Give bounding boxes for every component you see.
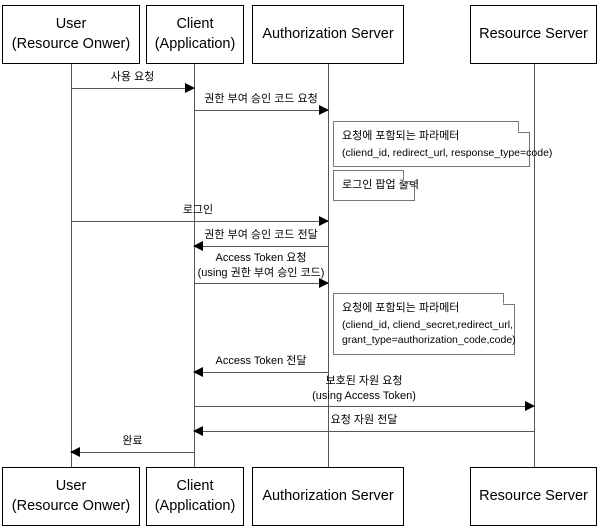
- actor-footer-user[interactable]: User (Resource Onwer): [2, 467, 140, 526]
- note-fold-corner-icon: [403, 169, 415, 182]
- actor-header-client-line2: (Application): [154, 35, 236, 52]
- actor-header-authorization-server-line1: Authorization Server: [262, 25, 394, 42]
- message-access-token-request-line1: Access Token 요청: [215, 252, 307, 265]
- lifeline-authorization-server: [328, 64, 329, 468]
- note-token-request-parameters-line2: (cliend_id, cliend_secret,redirect_url,: [342, 318, 513, 331]
- actor-header-authorization-server[interactable]: Authorization Server: [252, 5, 404, 64]
- actor-footer-client[interactable]: Client (Application): [146, 467, 244, 526]
- message-usage-request-label: 사용 요청: [110, 71, 155, 84]
- message-access-token-request-label: Access Token 요청 (using 권한 부여 승인 코드): [194, 251, 328, 281]
- message-complete-label: 완료: [122, 435, 143, 448]
- note-login-popup: 로그인 팝업 출력: [333, 169, 419, 201]
- message-shaft: [194, 246, 328, 247]
- actor-footer-user-line1: User: [55, 477, 87, 494]
- actor-footer-client-line2: (Application): [154, 497, 236, 514]
- arrowhead-right-icon: [319, 278, 329, 288]
- message-shaft: [71, 221, 328, 222]
- note-login-popup-line1: 로그인 팝업 출력: [342, 179, 419, 191]
- actor-header-client-line1: Client: [176, 15, 214, 32]
- message-shaft: [194, 283, 328, 284]
- arrowhead-left-icon: [193, 367, 203, 377]
- actor-footer-user-line2: (Resource Onwer): [11, 497, 131, 514]
- message-protected-resource-request-label: 보호된 자원 요청 (using Access Token): [194, 374, 534, 404]
- message-authorization-code-request-label: 권한 부여 승인 코드 요청: [204, 93, 318, 106]
- actor-footer-resource-server-line1: Resource Server: [479, 487, 588, 504]
- message-access-token-delivery-label: Access Token 전달: [215, 355, 307, 368]
- actor-header-user-line1: User: [55, 15, 87, 32]
- arrowhead-left-icon: [193, 241, 203, 251]
- message-shaft: [194, 110, 328, 111]
- message-authorization-code-delivery-label: 권한 부여 승인 코드 전달: [204, 229, 318, 242]
- note-token-request-parameters: 요청에 포함되는 파라메터 (cliend_id, cliend_secret,…: [333, 292, 516, 355]
- actor-footer-resource-server[interactable]: Resource Server: [470, 467, 597, 526]
- lifeline-user: [71, 64, 72, 468]
- actor-footer-authorization-server-line1: Authorization Server: [262, 487, 394, 504]
- note-token-request-parameters-line1: 요청에 포함되는 파라메터: [342, 302, 460, 314]
- note-token-request-parameters-line3: grant_type=authorization_code,code): [342, 334, 516, 347]
- message-shaft: [194, 372, 328, 373]
- lifeline-resource-server: [534, 64, 535, 468]
- arrowhead-left-icon: [70, 447, 80, 457]
- note-fold-corner-icon: [518, 120, 530, 133]
- arrowhead-left-icon: [193, 426, 203, 436]
- note-fold-corner-icon: [503, 292, 515, 305]
- message-shaft: [71, 88, 194, 89]
- message-shaft: [194, 406, 534, 407]
- arrowhead-right-icon: [525, 401, 535, 411]
- actor-header-resource-server-line1: Resource Server: [479, 25, 588, 42]
- note-auth-request-parameters: 요청에 포함되는 파라메터 (cliend_id, redirect_url, …: [333, 120, 553, 168]
- message-shaft: [194, 431, 534, 432]
- actor-footer-authorization-server[interactable]: Authorization Server: [252, 467, 404, 526]
- message-requested-resource-delivery-label: 요청 자원 전달: [330, 414, 398, 427]
- actor-header-user[interactable]: User (Resource Onwer): [2, 5, 140, 64]
- note-auth-request-parameters-line2: (cliend_id, redirect_url, response_type=…: [342, 146, 553, 159]
- arrowhead-right-icon: [319, 216, 329, 226]
- actor-header-client[interactable]: Client (Application): [146, 5, 244, 64]
- message-access-token-request-line2: (using 권한 부여 승인 코드): [197, 267, 325, 280]
- arrowhead-right-icon: [185, 83, 195, 93]
- message-protected-resource-request-line1: 보호된 자원 요청: [325, 375, 403, 388]
- actor-footer-client-line1: Client: [176, 477, 214, 494]
- message-protected-resource-request-line2: (using Access Token): [312, 390, 416, 403]
- arrowhead-right-icon: [319, 105, 329, 115]
- actor-header-user-line2: (Resource Onwer): [11, 35, 131, 52]
- message-shaft: [71, 452, 194, 453]
- lifeline-client: [194, 64, 195, 468]
- actor-header-resource-server[interactable]: Resource Server: [470, 5, 597, 64]
- message-login-label: 로그인: [182, 204, 214, 217]
- note-auth-request-parameters-line1: 요청에 포함되는 파라메터: [342, 130, 460, 142]
